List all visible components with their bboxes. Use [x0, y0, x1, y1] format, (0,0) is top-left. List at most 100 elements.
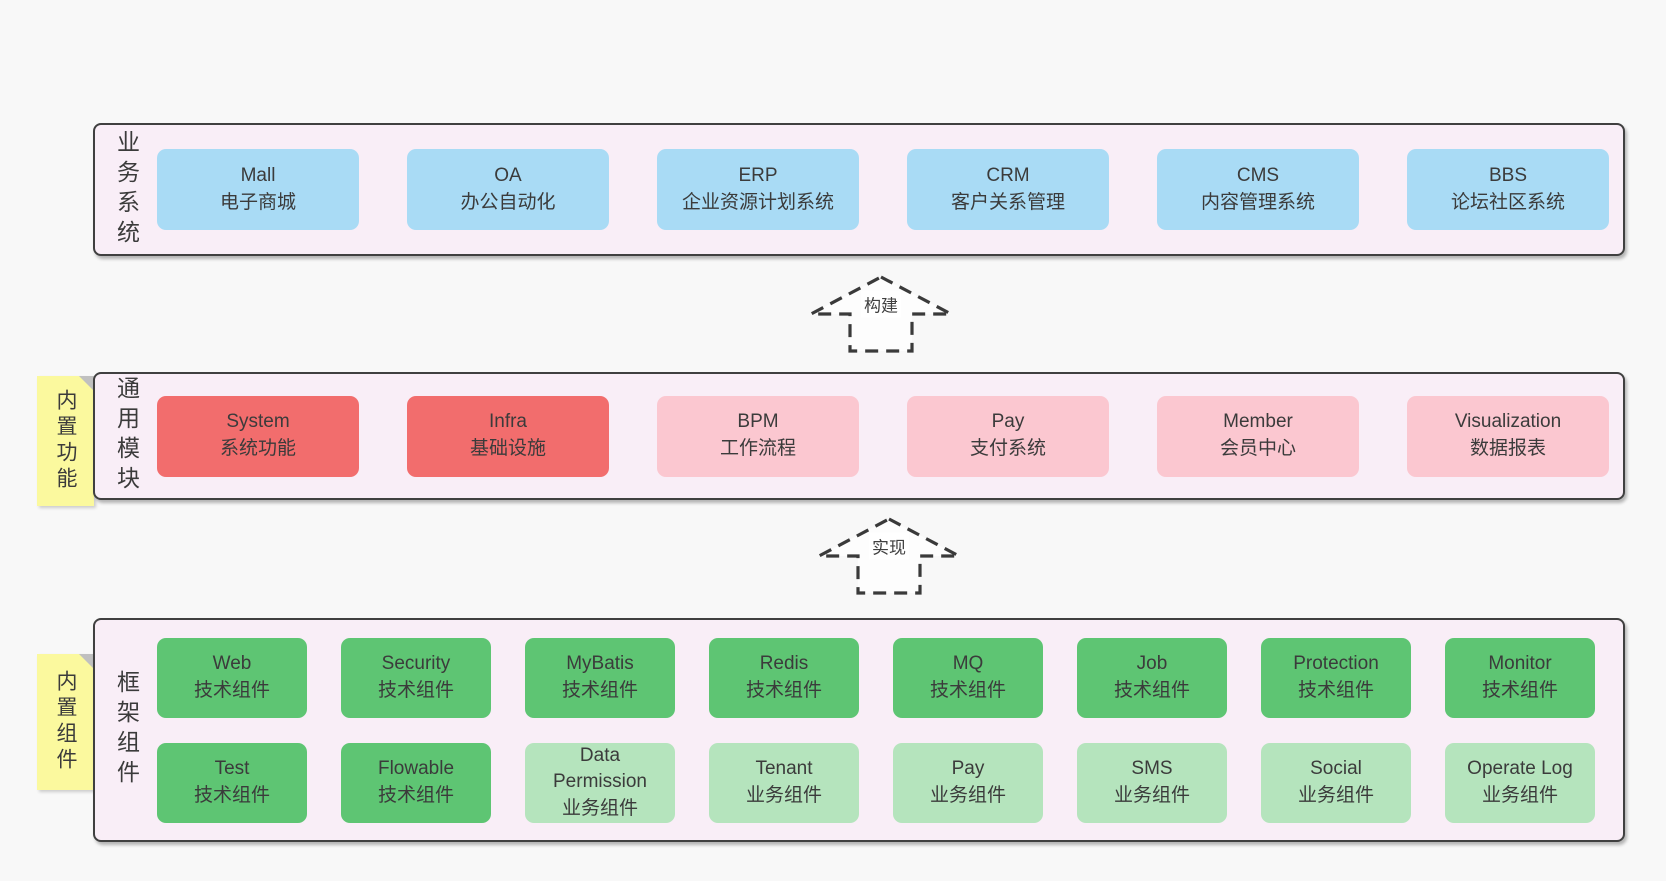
- box-title: Redis: [759, 652, 809, 674]
- box-subtitle: 技术组件: [1481, 679, 1558, 701]
- arrow-build: 构建: [806, 274, 956, 354]
- box-subtitle: 电子商城: [219, 191, 296, 213]
- box-visualization: Visualization 数据报表: [1407, 395, 1609, 477]
- box-title: Social: [1310, 757, 1362, 779]
- box-subtitle: 技术组件: [193, 784, 270, 806]
- box-subtitle: 数据报表: [1469, 438, 1546, 459]
- box-title: Protection: [1293, 652, 1379, 674]
- arrow-label: 构建: [861, 290, 901, 318]
- box-title: BBS: [1488, 164, 1528, 186]
- folded-corner: [79, 376, 94, 391]
- layer-label: 框架组件: [113, 670, 140, 790]
- box-subtitle: 业务组件: [1113, 784, 1190, 806]
- box-subtitle: 系统功能: [219, 438, 296, 459]
- box-system: System 系统功能: [157, 395, 359, 477]
- box-title: Job: [1136, 652, 1168, 674]
- box-operate-log: Operate Log 业务组件: [1445, 742, 1595, 823]
- box-subtitle: 技术组件: [193, 679, 270, 701]
- box-subtitle: 办公自动化: [460, 191, 556, 213]
- box-title: BPM: [737, 411, 779, 433]
- box-web: Web 技术组件: [157, 637, 307, 718]
- box-subtitle: 技术组件: [745, 679, 822, 701]
- layer-label-column: 框架组件: [95, 620, 157, 840]
- box-subtitle: 企业资源计划系统: [681, 191, 834, 213]
- box-subtitle: 客户关系管理: [950, 191, 1065, 213]
- box-security: Security 技术组件: [341, 637, 491, 718]
- box-member: Member 会员中心: [1157, 395, 1359, 477]
- layer-label: 业务系统: [113, 129, 140, 250]
- box-bpm: BPM 工作流程: [657, 395, 859, 477]
- box-subtitle: 技术组件: [929, 679, 1006, 701]
- box-job: Job 技术组件: [1077, 637, 1227, 718]
- box-title: Security: [381, 652, 451, 674]
- box-pay: Pay 支付系统: [907, 395, 1109, 477]
- box-title: Visualization: [1454, 411, 1562, 433]
- box-subtitle: 业务组件: [745, 784, 822, 806]
- box-test: Test 技术组件: [157, 742, 307, 823]
- box-subtitle: 技术组件: [1113, 679, 1190, 701]
- box-mq: MQ 技术组件: [893, 637, 1043, 718]
- arrow-label: 实现: [869, 532, 909, 560]
- box-subtitle: 业务组件: [1297, 784, 1374, 806]
- sticky-note-built-in-components: 内置组件: [37, 654, 94, 790]
- box-title: Test: [214, 757, 250, 779]
- box-erp: ERP 企业资源计划系统: [657, 149, 859, 230]
- box-title: Pay: [991, 411, 1025, 433]
- box-data-permission: Data Permission 业务组件: [525, 742, 675, 823]
- layer-business-systems: 业务系统 Mall 电子商城 OA 办公自动化 ERP 企业资源计划系统 CRM 客户关系管理…: [93, 123, 1625, 256]
- folded-corner: [79, 654, 94, 669]
- box-subtitle: 业务组件: [1481, 784, 1558, 806]
- box-mybatis: MyBatis 技术组件: [525, 637, 675, 718]
- box-title: System: [226, 411, 290, 433]
- box-title: CRM: [986, 164, 1030, 186]
- box-subtitle: 技术组件: [1297, 679, 1374, 701]
- box-crm: CRM 客户关系管理: [907, 149, 1109, 230]
- box-redis: Redis 技术组件: [709, 637, 859, 718]
- box-title: ERP: [738, 164, 778, 186]
- box-sms: SMS 业务组件: [1077, 742, 1227, 823]
- sticky-note-built-in-features: 内置功能: [37, 376, 94, 506]
- box-protection: Protection 技术组件: [1261, 637, 1411, 718]
- box-title: SMS: [1131, 757, 1173, 779]
- box-oa: OA 办公自动化: [407, 149, 609, 230]
- box-title: Monitor: [1488, 652, 1552, 674]
- sticky-label: 内置组件: [54, 670, 77, 774]
- layer-label: 通用模块: [113, 376, 140, 496]
- box-title: OA: [494, 164, 522, 186]
- layer-label-column: 业务系统: [95, 125, 157, 254]
- box-title: Mall: [240, 164, 276, 186]
- box-monitor: Monitor 技术组件: [1445, 637, 1595, 718]
- box-subtitle: 会员中心: [1219, 438, 1296, 459]
- sticky-label: 内置功能: [54, 389, 77, 493]
- box-bbs: BBS 论坛社区系统: [1407, 149, 1609, 230]
- box-subtitle: 支付系统: [969, 438, 1046, 459]
- box-subtitle: 技术组件: [377, 784, 454, 806]
- layer-label-column: 通用模块: [95, 374, 157, 498]
- box-subtitle: 技术组件: [377, 679, 454, 701]
- box-subtitle: 论坛社区系统: [1450, 191, 1565, 213]
- box-title: MyBatis: [566, 652, 634, 674]
- box-title: Infra: [488, 411, 528, 433]
- box-subtitle: 业务组件: [561, 797, 638, 819]
- box-title: Member: [1223, 411, 1293, 433]
- box-title: MQ: [952, 652, 984, 674]
- box-subtitle: 业务组件: [929, 784, 1006, 806]
- box-subtitle: 技术组件: [561, 679, 638, 701]
- box-subtitle: 工作流程: [719, 438, 796, 459]
- box-title: Data Permission: [553, 744, 647, 793]
- box-title: Web: [212, 652, 252, 674]
- box-title: CMS: [1236, 164, 1280, 186]
- box-mall: Mall 电子商城: [157, 149, 359, 230]
- box-title: Operate Log: [1467, 757, 1573, 779]
